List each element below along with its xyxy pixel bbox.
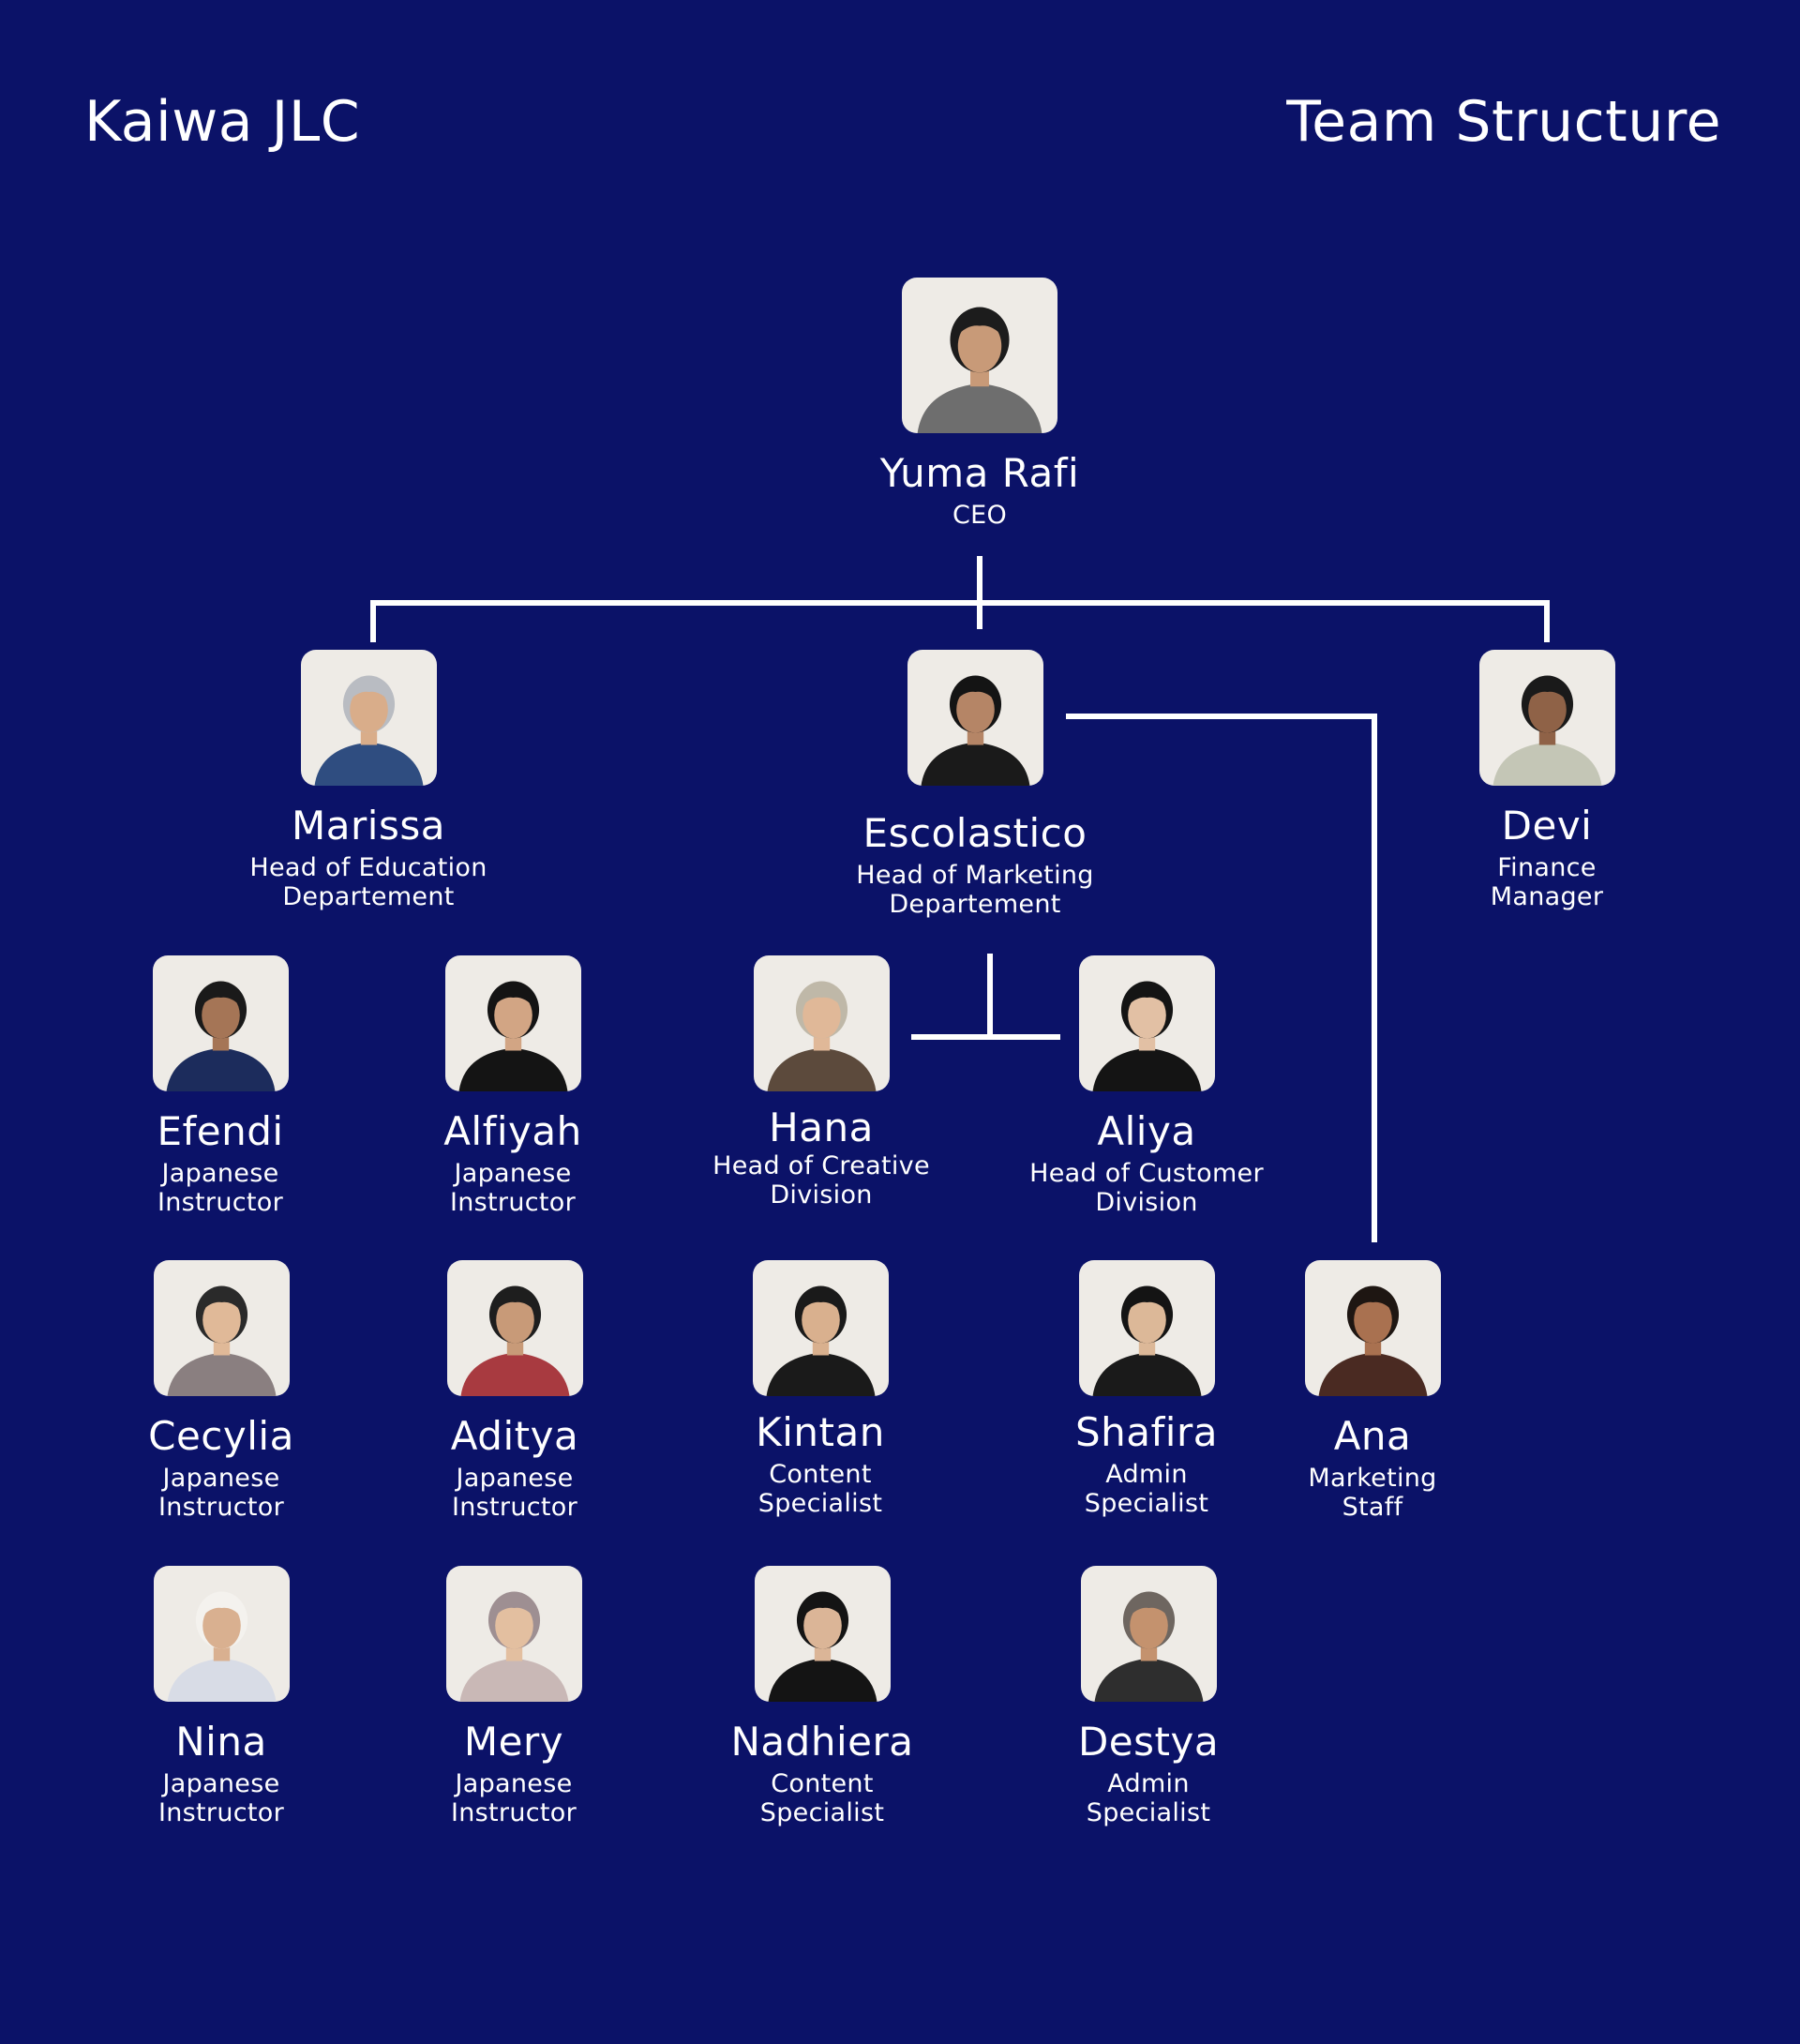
- person-name: Mery: [463, 1719, 564, 1765]
- person-name: Yuma Rafi: [879, 450, 1080, 496]
- person-card-nina: Nina Japanese Instructor: [81, 1566, 362, 1827]
- avatar: [753, 955, 890, 1091]
- person-card-kintan: Kintan Content Specialist: [680, 1260, 961, 1518]
- person-card-alfiyah: Alfiyah Japanese Instructor: [372, 955, 653, 1217]
- person-role: Japanese Instructor: [158, 1159, 283, 1218]
- person-name: Kintan: [756, 1409, 885, 1455]
- portrait-illustration: [1492, 675, 1601, 786]
- person-role: Admin Specialist: [1084, 1460, 1209, 1519]
- person-role: Head of Customer Division: [1029, 1159, 1264, 1218]
- portrait-illustration: [167, 1591, 276, 1702]
- portrait-illustration: [1318, 1285, 1427, 1396]
- portrait-illustration: [167, 1285, 276, 1396]
- person-role: Finance Manager: [1490, 853, 1604, 912]
- avatar: [752, 1260, 889, 1396]
- person-card-efendi: Efendi Japanese Instructor: [80, 955, 361, 1217]
- person-card-mery: Mery Japanese Instructor: [373, 1566, 654, 1827]
- portrait-illustration: [1092, 1285, 1201, 1396]
- portrait-illustration: [458, 981, 567, 1091]
- person-role: Head of Marketing Departement: [856, 861, 1094, 920]
- person-role: Content Specialist: [759, 1769, 885, 1828]
- avatar: [902, 278, 1058, 433]
- person-name: Marissa: [292, 803, 445, 849]
- person-card-marissa: Marissa Head of Education Departement: [228, 650, 509, 911]
- avatar: [300, 650, 437, 786]
- avatar: [1478, 650, 1615, 786]
- person-role: Content Specialist: [758, 1460, 883, 1519]
- person-card-cecylia: Cecylia Japanese Instructor: [81, 1260, 362, 1522]
- company-name: Kaiwa JLC: [84, 89, 361, 155]
- person-role: Japanese Instructor: [451, 1769, 577, 1828]
- person-role: Head of Creative Division: [712, 1151, 930, 1210]
- portrait-illustration: [166, 981, 275, 1091]
- avatar: [153, 1260, 290, 1396]
- avatar: [1304, 1260, 1441, 1396]
- person-card-yuma: Yuma Rafi CEO: [839, 278, 1120, 530]
- avatar: [152, 955, 289, 1091]
- person-role: Japanese Instructor: [158, 1769, 284, 1828]
- person-name: Shafira: [1075, 1409, 1218, 1455]
- person-name: Destya: [1077, 1719, 1220, 1765]
- person-role: CEO: [952, 501, 1008, 531]
- person-role: Marketing Staff: [1308, 1464, 1437, 1523]
- person-role: Japanese Instructor: [158, 1464, 284, 1523]
- avatar: [153, 1566, 290, 1702]
- avatar: [446, 1260, 583, 1396]
- page-title: Team Structure: [1286, 89, 1721, 155]
- person-name: Cecylia: [148, 1413, 294, 1459]
- avatar: [907, 650, 1043, 786]
- person-name: Escolastico: [862, 810, 1088, 856]
- person-card-destya: Destya Admin Specialist: [1008, 1566, 1289, 1827]
- person-card-nadhiera: Nadhiera Content Specialist: [682, 1566, 963, 1827]
- person-card-hana: Hana Head of Creative Division: [681, 955, 962, 1210]
- person-name: Aditya: [450, 1413, 579, 1459]
- portrait-illustration: [767, 981, 876, 1091]
- person-name: Alfiyah: [443, 1108, 582, 1154]
- avatar: [1078, 955, 1215, 1091]
- person-name: Devi: [1501, 803, 1593, 849]
- person-name: Efendi: [157, 1108, 284, 1154]
- person-card-aliya: Aliya Head of Customer Division: [1006, 955, 1287, 1217]
- portrait-illustration: [917, 307, 1042, 433]
- person-card-escolastico: Escolastico Head of Marketing Departemen…: [834, 650, 1116, 919]
- person-name: Hana: [769, 1105, 874, 1150]
- avatar: [444, 955, 581, 1091]
- portrait-illustration: [1092, 981, 1201, 1091]
- portrait-illustration: [459, 1591, 568, 1702]
- avatar: [754, 1566, 891, 1702]
- person-role: Admin Specialist: [1086, 1769, 1211, 1828]
- portrait-illustration: [314, 675, 423, 786]
- person-name: Nadhiera: [730, 1719, 914, 1765]
- person-card-ana: Ana Marketing Staff: [1232, 1260, 1513, 1522]
- person-name: Aliya: [1097, 1108, 1196, 1154]
- avatar: [1078, 1260, 1215, 1396]
- person-card-aditya: Aditya Japanese Instructor: [374, 1260, 655, 1522]
- avatar: [1080, 1566, 1217, 1702]
- person-name: Nina: [175, 1719, 267, 1765]
- person-name: Ana: [1333, 1413, 1412, 1459]
- avatar: [445, 1566, 582, 1702]
- portrait-illustration: [1094, 1591, 1203, 1702]
- portrait-illustration: [460, 1285, 569, 1396]
- person-card-devi: Devi Finance Manager: [1406, 650, 1688, 911]
- person-role: Japanese Instructor: [452, 1464, 578, 1523]
- person-card-shafira: Shafira Admin Specialist: [1006, 1260, 1287, 1518]
- portrait-illustration: [921, 675, 1029, 786]
- portrait-illustration: [766, 1285, 875, 1396]
- person-role: Japanese Instructor: [450, 1159, 576, 1218]
- person-role: Head of Education Departement: [249, 853, 488, 912]
- portrait-illustration: [768, 1591, 877, 1702]
